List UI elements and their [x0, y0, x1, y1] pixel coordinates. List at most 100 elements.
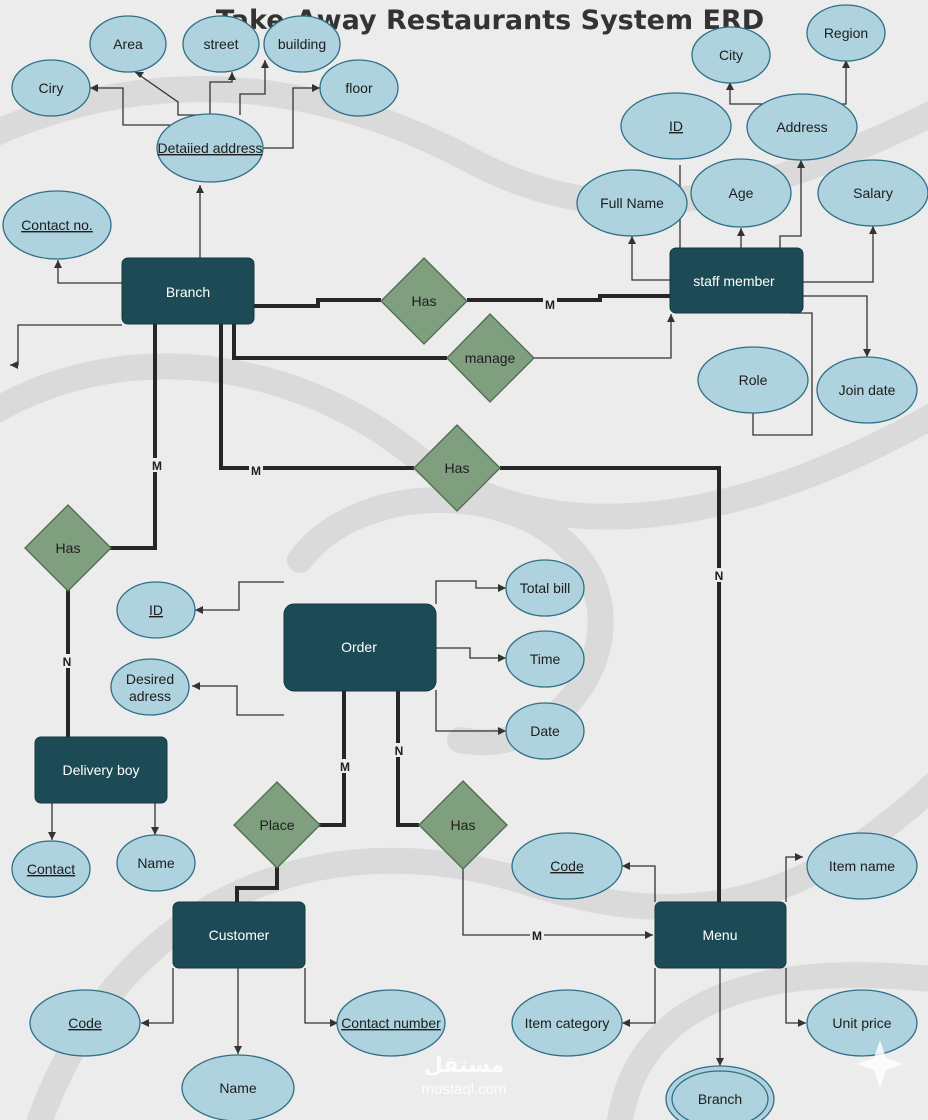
- attribute-item-category[interactable]: Item category: [511, 989, 623, 1057]
- connector-total-bill: [435, 580, 506, 604]
- attribute-region[interactable]: Region: [806, 4, 886, 62]
- svg-text:Name: Name: [219, 1080, 257, 1096]
- svg-text:floor: floor: [345, 80, 373, 96]
- card-order-place: M: [340, 760, 350, 774]
- card-branch-delivery: M: [152, 459, 162, 473]
- connector-address: [779, 160, 802, 248]
- svg-text:Role: Role: [739, 372, 768, 388]
- svg-text:Time: Time: [530, 651, 561, 667]
- connector-customer-code: [141, 968, 174, 1024]
- line-has-menu: [500, 466, 721, 902]
- svg-text:Address: Address: [776, 119, 827, 135]
- entity-order[interactable]: Order: [283, 603, 437, 692]
- entity-branch[interactable]: Branch: [121, 257, 255, 325]
- svg-text:Code: Code: [68, 1015, 102, 1031]
- svg-text:Has: Has: [445, 460, 470, 476]
- connector-date: [435, 690, 506, 732]
- attribute-connectors: [10, 60, 877, 1066]
- attribute-address[interactable]: Address: [746, 93, 858, 161]
- connector-contact-no: [57, 260, 122, 284]
- relationship-order-has-menu[interactable]: Has: [418, 780, 508, 870]
- attribute-floor[interactable]: floor: [319, 59, 399, 117]
- attribute-age[interactable]: Age: [690, 158, 792, 228]
- attribute-menu-branch[interactable]: Branch: [665, 1065, 775, 1120]
- svg-text:Unit price: Unit price: [832, 1015, 891, 1031]
- attribute-contact-no[interactable]: Contact no.: [2, 190, 112, 260]
- attribute-role[interactable]: Role: [697, 346, 809, 414]
- attribute-customer-name[interactable]: Name: [181, 1054, 295, 1120]
- connector-salary: [803, 226, 874, 283]
- entity-staff-member[interactable]: staff member: [669, 247, 804, 314]
- attribute-area[interactable]: Area: [89, 15, 167, 73]
- attribute-menu-code[interactable]: Code: [511, 832, 623, 900]
- attribute-street[interactable]: street: [182, 15, 260, 73]
- svg-text:Delivery boy: Delivery boy: [62, 762, 139, 778]
- connector-item-category: [622, 968, 656, 1024]
- card-branch-menu: M: [251, 464, 261, 478]
- line-branch-has-delivery: [110, 324, 157, 550]
- svg-text:street: street: [203, 36, 238, 52]
- relationship-branch-has-staff[interactable]: Has: [380, 257, 468, 345]
- attribute-salary[interactable]: Salary: [817, 159, 928, 227]
- svg-text:Customer: Customer: [209, 927, 270, 943]
- attribute-order-id[interactable]: ID: [116, 581, 196, 639]
- svg-text:Item category: Item category: [525, 1015, 610, 1031]
- connector-time: [436, 647, 506, 659]
- connector-floor: [262, 87, 320, 149]
- attribute-delivery-name[interactable]: Name: [116, 834, 196, 892]
- attribute-date[interactable]: Date: [505, 702, 585, 760]
- connector-desired-address: [192, 685, 284, 716]
- svg-text:Date: Date: [530, 723, 560, 739]
- svg-text:Menu: Menu: [702, 927, 737, 943]
- svg-text:Ciry: Ciry: [39, 80, 64, 96]
- svg-text:Detaiied address: Detaiied address: [157, 140, 262, 156]
- attribute-building[interactable]: building: [263, 15, 341, 73]
- svg-text:staff member: staff member: [693, 273, 775, 289]
- connector-full-name: [631, 236, 670, 281]
- relationship-place[interactable]: Place: [233, 781, 321, 869]
- watermark-arabic: مستقل: [424, 1052, 504, 1077]
- svg-text:building: building: [278, 36, 326, 52]
- watermark: مستقل mostaql.com: [421, 1040, 904, 1098]
- svg-text:Region: Region: [824, 25, 868, 41]
- relationship-manage[interactable]: manage: [446, 313, 535, 403]
- sparkle-icon: [856, 1040, 904, 1088]
- relationship-connectors: [66, 294, 721, 902]
- attribute-staff-id[interactable]: ID: [620, 92, 732, 160]
- attribute-delivery-contact[interactable]: Contact: [11, 840, 91, 898]
- attribute-join-date[interactable]: Join date: [816, 356, 918, 424]
- entity-menu[interactable]: Menu: [654, 901, 787, 969]
- relationship-branch-has-menu[interactable]: Has: [413, 424, 501, 512]
- card-menu-n: N: [715, 569, 724, 583]
- card-delivery-n: N: [63, 655, 72, 669]
- attribute-desired-address[interactable]: Desired adress: [110, 658, 190, 716]
- svg-text:City: City: [719, 47, 743, 63]
- connector-order-id: [195, 581, 284, 611]
- attribute-detailed-address[interactable]: Detaiied address: [156, 113, 264, 183]
- line-order-has: [396, 691, 419, 827]
- attribute-unit-price[interactable]: Unit price: [806, 989, 918, 1057]
- entity-customer[interactable]: Customer: [172, 901, 306, 969]
- watermark-latin: mostaql.com: [421, 1081, 506, 1098]
- attribute-total-bill[interactable]: Total bill: [505, 559, 585, 617]
- svg-text:Order: Order: [341, 639, 377, 655]
- attribute-staff-city[interactable]: City: [691, 26, 771, 84]
- card-order-has: N: [395, 744, 404, 758]
- connector-menu-code: [622, 865, 656, 902]
- connector-ciry: [90, 87, 170, 126]
- svg-text:Join date: Join date: [839, 382, 896, 398]
- attribute-contact-number[interactable]: Contact number: [336, 989, 446, 1057]
- attribute-customer-code[interactable]: Code: [29, 989, 141, 1057]
- attribute-item-name[interactable]: Item name: [806, 832, 918, 900]
- entity-delivery-boy[interactable]: Delivery boy: [34, 736, 168, 804]
- svg-text:Desired: Desired: [126, 671, 174, 687]
- attribute-full-name[interactable]: Full Name: [576, 169, 688, 237]
- attribute-time[interactable]: Time: [505, 630, 585, 688]
- svg-text:Age: Age: [729, 185, 754, 201]
- attribute-ciry[interactable]: Ciry: [11, 59, 91, 117]
- svg-text:Area: Area: [113, 36, 143, 52]
- svg-text:Contact number: Contact number: [341, 1015, 441, 1031]
- relationship-branch-has-delivery[interactable]: Has: [24, 504, 112, 592]
- connector-building: [239, 60, 266, 115]
